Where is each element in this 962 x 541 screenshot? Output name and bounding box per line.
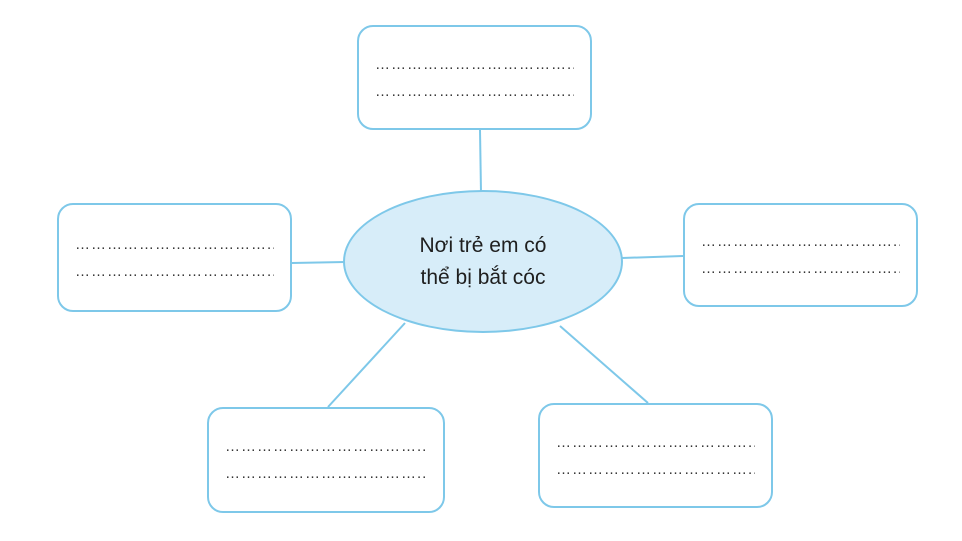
answer-blank-line: ………………………………... [75, 235, 274, 253]
answer-box-right: ………………………………... ……………………………….. [683, 203, 918, 307]
answer-blank-line: ……………………………….. [701, 260, 900, 277]
answer-blank-line: ……………………………….. [375, 82, 574, 100]
answer-box-left: ………………………………... ……………………………….. [57, 203, 292, 312]
connector-left [291, 261, 346, 264]
answer-blank-line: ………………………………... [375, 55, 574, 73]
answer-blank-line: ………………………………... [556, 433, 755, 451]
answer-box-top: ………………………………... ……………………………….. [357, 25, 592, 130]
central-topic-label-line2: thể bị bắt cóc [420, 265, 546, 289]
connector-bottom-left [327, 322, 406, 408]
answer-blank-line: ………………………………... [701, 233, 900, 250]
connector-bottom-right [559, 325, 649, 404]
answer-box-bottom-right: ………………………………... ……………………………….. [538, 403, 773, 508]
answer-blank-line: ……………………………….. [556, 460, 755, 478]
answer-blank-line: ……………………………….. [225, 465, 427, 482]
central-topic-label-line1: Nơi trẻ em có [419, 233, 547, 257]
answer-box-bottom-left: ………………………………... ……………………………….. [207, 407, 445, 513]
connector-right [621, 255, 684, 259]
answer-blank-line: ……………………………….. [75, 262, 274, 280]
answer-blank-line: ………………………………... [225, 438, 427, 455]
central-topic: Nơi trẻ em có thể bị bắt cóc [343, 190, 623, 333]
connector-top [479, 129, 482, 194]
